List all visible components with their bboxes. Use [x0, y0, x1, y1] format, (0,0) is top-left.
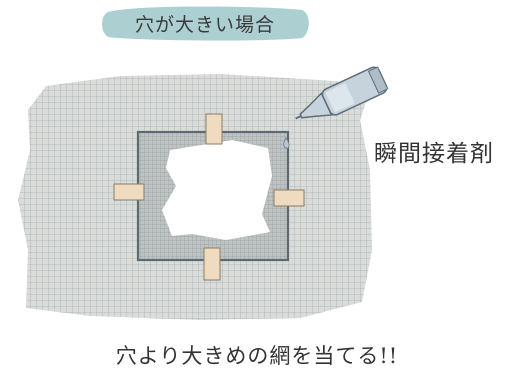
glue-drop: [283, 137, 290, 149]
title-badge: 穴が大きい場合: [98, 4, 312, 42]
glue-bottle-icon: [295, 66, 389, 120]
caption: 穴より大きめの網を当てる!!: [115, 344, 399, 368]
tape-pieces: [113, 113, 305, 281]
hole: [162, 140, 272, 240]
title: 穴が大きい場合: [134, 13, 275, 36]
glue-label: 瞬間接着剤: [374, 141, 494, 167]
title-blob: [102, 6, 309, 41]
